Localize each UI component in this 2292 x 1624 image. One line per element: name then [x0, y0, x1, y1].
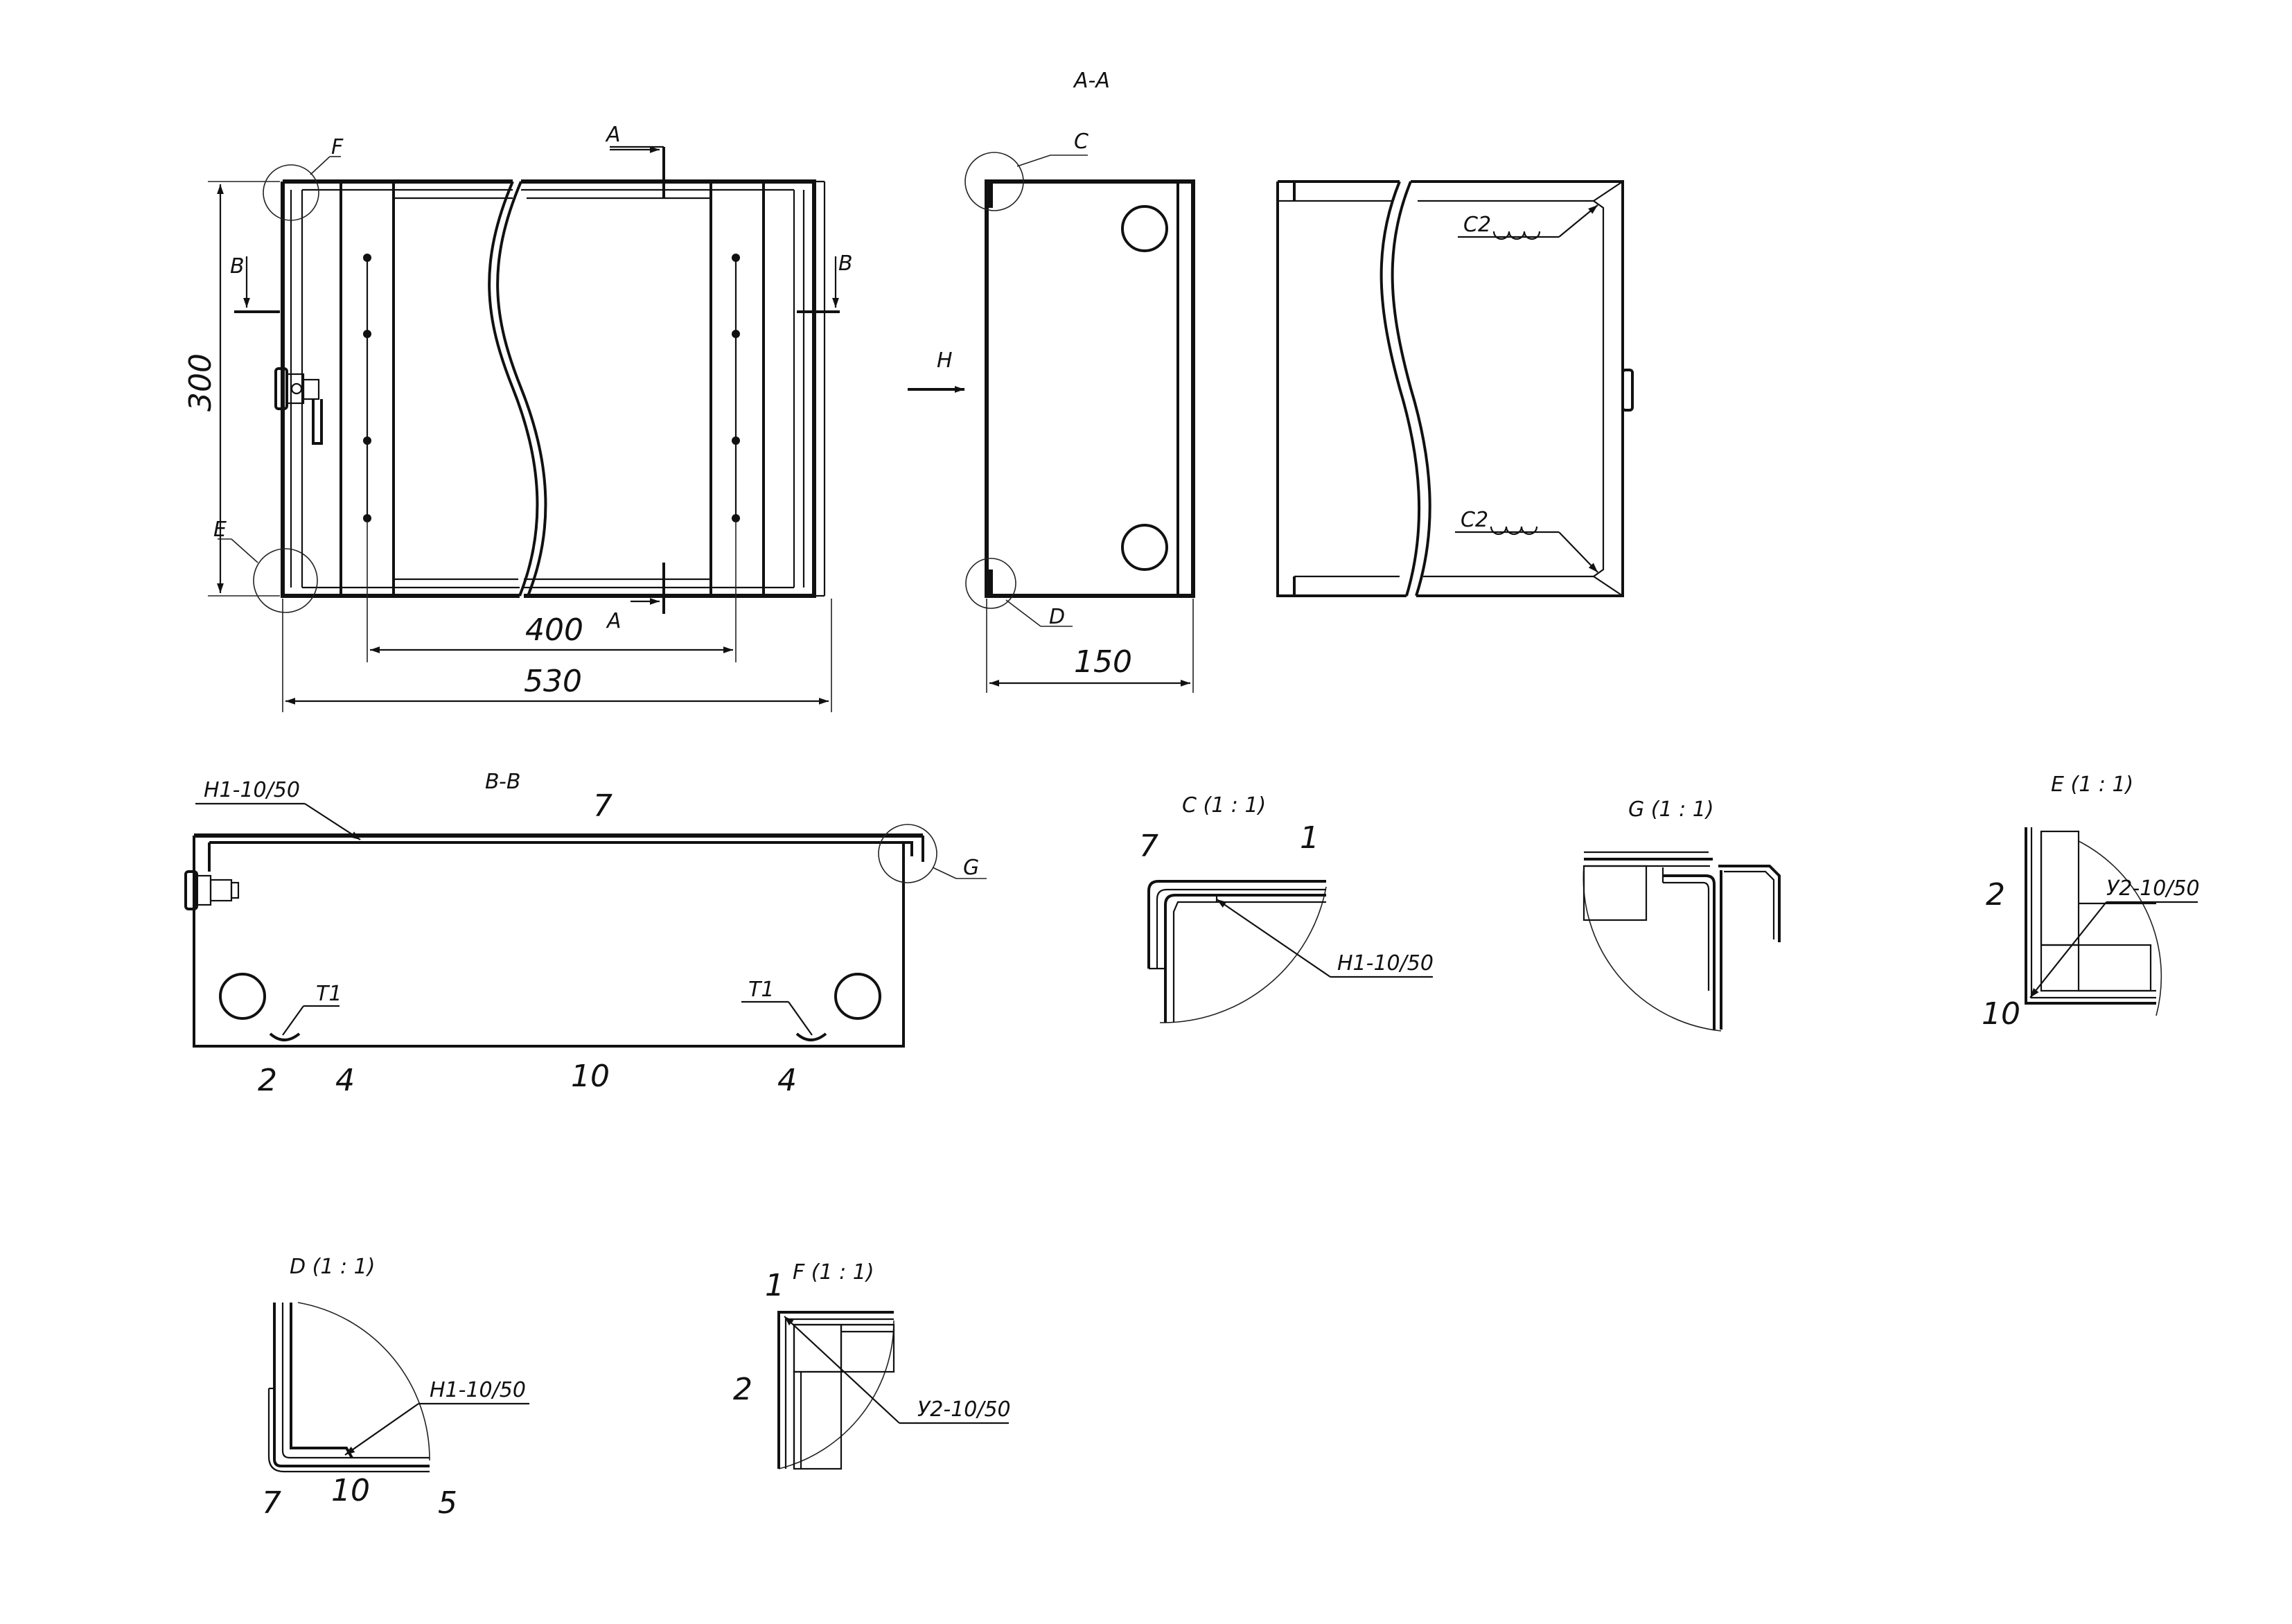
lock-icon: [274, 367, 323, 445]
part-number-10-bb: 10: [571, 1059, 610, 1094]
callout-label-d: D: [1049, 605, 1065, 629]
weld-label-y2-f: У2-10/50: [917, 1397, 1011, 1422]
part-number-4-bb-right: 4: [777, 1063, 797, 1098]
detail-title-c: C (1 : 1): [1182, 793, 1266, 818]
dimension-depth: 150: [1074, 644, 1132, 680]
part-number-2-e: 2: [1986, 877, 2005, 912]
weld-label-y2-e: У2-10/50: [2106, 876, 2200, 901]
dimension-height: 300: [183, 353, 218, 412]
detail-e: E (1 : 1) 2 10 У2-10/50: [1982, 773, 2200, 1032]
callout-circle-c: [964, 152, 1024, 211]
callout-label-f: F: [331, 135, 344, 159]
part-number-4-bb-left: 4: [335, 1063, 355, 1098]
weld-label-c2-bottom: C2: [1461, 508, 1488, 532]
section-aa-view: C2 C2: [1276, 180, 1634, 597]
part-number-10-e: 10: [1982, 996, 2020, 1032]
detail-d: D (1 : 1) H1-10/50 7 10 5: [262, 1255, 529, 1521]
weld-label-c2-top: C2: [1463, 213, 1491, 237]
section-cut-a-top: A: [605, 123, 621, 147]
section-cut-b-right: B: [838, 251, 853, 276]
section-title-aa: A-A: [1073, 69, 1110, 93]
view-direction-h: H: [937, 348, 953, 373]
weld-label-t1-left: T1: [316, 982, 342, 1006]
part-number-2-bb: 2: [258, 1063, 277, 1098]
part-number-10-d: 10: [331, 1473, 370, 1508]
front-view: F E A A B B 300 400 530: [183, 123, 853, 712]
section-cut-b-left: B: [230, 254, 245, 279]
detail-title-f: F (1 : 1): [793, 1260, 874, 1285]
weld-label-h1-d: H1-10/50: [430, 1378, 526, 1402]
detail-title-d: D (1 : 1): [290, 1255, 375, 1279]
callout-circle-g: [878, 824, 937, 883]
detail-title-g: G (1 : 1): [1628, 797, 1714, 822]
part-number-7-c: 7: [1139, 829, 1158, 864]
part-number-1-f: 1: [765, 1268, 784, 1303]
callout-circle-f: [263, 164, 319, 221]
callout-label-g: G: [963, 856, 979, 880]
callout-circle-e: [253, 548, 318, 613]
section-title-bb: B-B: [485, 770, 520, 794]
detail-c: C (1 : 1) 7 1 H1-10/50: [1139, 793, 1434, 1023]
detail-f: F (1 : 1) 1 2 У2-10/50: [733, 1260, 1011, 1470]
part-number-7-d: 7: [262, 1485, 281, 1521]
part-number-2-f: 2: [733, 1372, 752, 1407]
detail-title-e: E (1 : 1): [2051, 773, 2133, 797]
section-bb-view: B-B T1 T1 H1-10/50 G 7 2 4 1: [184, 770, 987, 1098]
callout-label-c: C: [1074, 130, 1088, 154]
callout-circle-d: [965, 558, 1016, 609]
dimension-inner-width: 400: [525, 612, 583, 648]
section-cut-a-bottom: A: [606, 609, 622, 633]
detail-g: G (1 : 1): [1583, 797, 1781, 1032]
part-number-7-bb: 7: [593, 788, 612, 824]
dimension-outer-width: 530: [524, 664, 582, 699]
weld-label-h1-bb: H1-10/50: [204, 778, 300, 802]
side-view: C D H 150 A-A: [908, 69, 1195, 693]
weld-label-t1-right: T1: [748, 978, 774, 1002]
weld-label-h1-c: H1-10/50: [1337, 951, 1434, 976]
part-number-5-d: 5: [438, 1485, 457, 1521]
part-number-1-c: 1: [1300, 820, 1319, 856]
